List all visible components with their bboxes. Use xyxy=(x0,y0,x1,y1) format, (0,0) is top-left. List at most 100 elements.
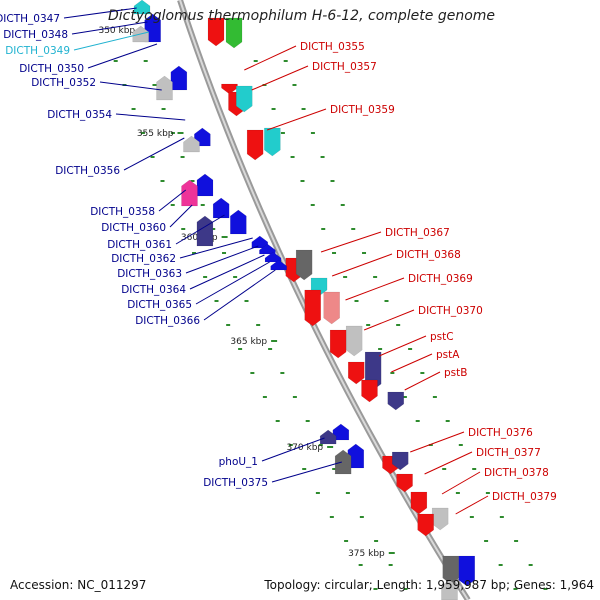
tick-mark xyxy=(332,468,337,470)
gene-arrow-forward xyxy=(221,83,238,95)
tick-mark xyxy=(271,108,276,110)
gene-arrow-reverse xyxy=(212,197,230,219)
tick-mark xyxy=(292,396,297,398)
gene-arrow-reverse xyxy=(133,0,151,15)
gene-label-dicth_0376: DICTH_0376 xyxy=(468,427,533,439)
tick-mark xyxy=(340,204,345,206)
tick-mark xyxy=(469,516,474,518)
callout-line xyxy=(71,21,148,35)
tick-mark xyxy=(455,492,460,494)
tick-mark xyxy=(402,396,407,398)
gene-label-pstb: pstB xyxy=(444,367,467,379)
tick-mark xyxy=(290,156,295,158)
tick-mark xyxy=(214,300,219,302)
gene-arrow-reverse xyxy=(334,449,352,475)
tick-mark xyxy=(321,228,326,230)
accession-label: Accession: NC_011297 xyxy=(10,578,147,592)
callout-line xyxy=(73,31,149,51)
callout-line xyxy=(320,231,382,253)
tick-mark xyxy=(332,252,337,254)
tick-mark xyxy=(140,132,145,134)
gene-label-dicth_0354: DICTH_0354 xyxy=(47,109,112,121)
scale-tick xyxy=(388,552,395,554)
gene-label-dicth_0368: DICTH_0368 xyxy=(396,249,461,261)
tick-mark xyxy=(428,444,433,446)
tick-mark xyxy=(143,60,148,62)
gene-arrow-reverse xyxy=(181,179,198,207)
gene-label-dicth_0363: DICTH_0363 xyxy=(117,268,182,280)
callout-line xyxy=(331,253,393,277)
gene-arrow-reverse xyxy=(170,65,188,91)
callout-line xyxy=(87,43,158,69)
tick-mark xyxy=(310,204,315,206)
gene-arrow-forward xyxy=(431,507,449,531)
tick-mark xyxy=(318,444,323,446)
tick-mark xyxy=(329,516,334,518)
gene-arrow-reverse xyxy=(441,579,458,600)
topology-label: Topology: circular; Length: 1,959,987 bp… xyxy=(264,578,594,592)
gene-arrow-forward xyxy=(410,491,428,515)
callout-line xyxy=(123,137,185,171)
gene-arrow-forward xyxy=(458,555,476,587)
tick-mark xyxy=(378,348,383,350)
gene-arrow-forward xyxy=(225,17,243,49)
gene-label-dicth_0357: DICTH_0357 xyxy=(312,61,377,73)
gene-label-dicth_0375: DICTH_0375 xyxy=(203,477,268,489)
tick-mark xyxy=(432,396,437,398)
gene-arrow-reverse xyxy=(183,135,200,153)
tick-mark xyxy=(280,132,285,134)
tick-mark xyxy=(320,156,325,158)
tick-mark xyxy=(330,180,335,182)
tick-mark xyxy=(222,252,227,254)
tick-mark xyxy=(374,540,379,542)
gene-label-dicth_0366: DICTH_0366 xyxy=(135,315,200,327)
gene-arrow-forward xyxy=(345,325,363,357)
gene-arrow-forward xyxy=(329,329,347,359)
gene-label-dicth_0361: DICTH_0361 xyxy=(107,239,172,251)
callout-line xyxy=(404,371,441,391)
gene-label-dicth_0356: DICTH_0356 xyxy=(55,165,120,177)
callout-line xyxy=(185,245,259,274)
scale-tick xyxy=(271,340,278,342)
tick-mark xyxy=(180,156,185,158)
tick-mark xyxy=(250,372,255,374)
gene-label-dicth_0369: DICTH_0369 xyxy=(408,273,473,285)
tick-mark xyxy=(310,132,315,134)
tick-mark xyxy=(484,540,489,542)
callout-line xyxy=(391,353,433,373)
callout-line xyxy=(195,261,270,305)
scale-label: 350 kbp xyxy=(98,26,135,36)
gene-arrow-forward xyxy=(387,391,405,411)
gene-arrow-forward xyxy=(246,129,264,161)
gene-label-dicth_0358: DICTH_0358 xyxy=(90,206,155,218)
tick-mark xyxy=(458,444,463,446)
gene-arrow-reverse xyxy=(319,429,337,445)
tick-mark xyxy=(301,108,306,110)
callout-line xyxy=(203,269,276,321)
callout-line xyxy=(244,45,297,71)
tick-mark xyxy=(315,492,320,494)
callout-line xyxy=(175,214,225,245)
tick-mark xyxy=(268,348,273,350)
gene-arrow-forward xyxy=(304,289,321,327)
gene-arrow-forward xyxy=(323,291,340,325)
callout-line xyxy=(410,431,465,453)
scale-tick xyxy=(177,132,184,134)
tick-mark xyxy=(343,276,348,278)
scale-tick xyxy=(327,446,334,448)
gene-arrow-forward xyxy=(396,473,413,493)
tick-mark xyxy=(256,324,261,326)
tick-mark xyxy=(288,444,293,446)
tick-mark xyxy=(420,372,425,374)
gene-arrow-forward xyxy=(361,379,378,403)
tick-mark xyxy=(513,588,518,590)
gene-label-dicth_0362: DICTH_0362 xyxy=(111,253,176,265)
tick-mark xyxy=(499,516,504,518)
gene-arrow-forward xyxy=(442,555,460,585)
gene-label-psta: pstA xyxy=(436,349,460,361)
scale-label: 365 kbp xyxy=(230,337,267,347)
gene-label-dicth_0367: DICTH_0367 xyxy=(385,227,450,239)
tick-mark xyxy=(200,204,205,206)
gene-label-dicth_0378: DICTH_0378 xyxy=(484,467,549,479)
tick-mark xyxy=(211,228,216,230)
